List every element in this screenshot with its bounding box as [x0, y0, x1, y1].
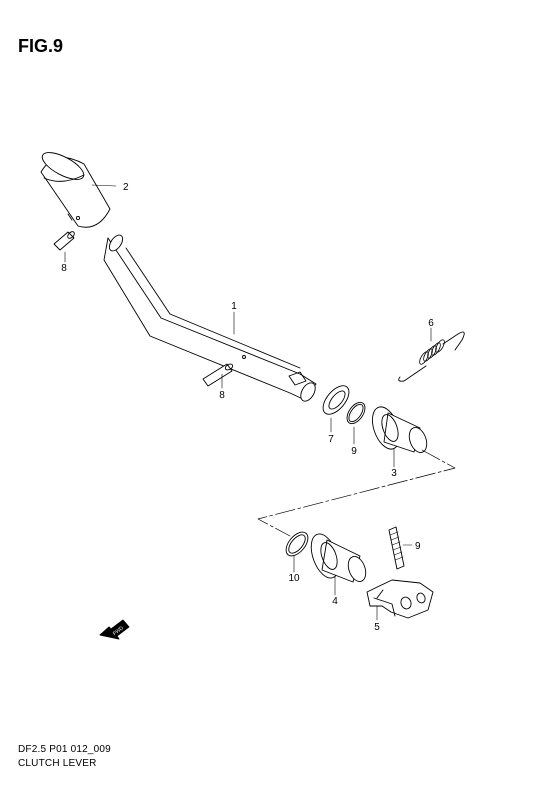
label-lever: 1 [231, 301, 237, 312]
washer-upper-drawing [322, 385, 350, 433]
fwd-label: FWD [112, 625, 125, 637]
bracket-drawing [366, 579, 434, 621]
small-spring-drawing [388, 526, 413, 570]
label-washer-upper: 7 [328, 434, 334, 445]
o-ring-upper-drawing [346, 401, 366, 445]
connection-line [257, 449, 456, 537]
figure-title: FIG.9 [18, 36, 64, 56]
lever-drawing [103, 234, 317, 402]
label-o-ring-lower: 10 [288, 573, 300, 584]
document-caption: CLUTCH LEVER [18, 758, 97, 769]
label-grip: 2 [123, 182, 129, 193]
label-upper-bushing: 3 [391, 468, 397, 479]
pin-upper-drawing [53, 231, 75, 263]
spring-drawing [398, 327, 465, 382]
o-ring-lower-drawing [285, 531, 309, 573]
upper-bushing-drawing [371, 406, 428, 468]
label-spring: 6 [428, 318, 434, 329]
label-lower-bushing: 4 [332, 596, 338, 607]
document-code: DF2.5 P01 012_009 [18, 744, 111, 755]
label-pin-upper: 8 [61, 263, 67, 274]
lower-bushing-drawing [310, 533, 367, 596]
label-small-spring: 9 [415, 541, 421, 552]
grip-drawing [40, 152, 117, 228]
part-labels: 2 8 1 6 8 7 9 3 9 10 4 5 [61, 182, 434, 633]
label-o-ring-upper: 9 [351, 446, 357, 457]
label-pin-lower: 8 [219, 390, 225, 401]
label-bracket: 5 [374, 622, 380, 633]
fwd-arrow: FWD [99, 619, 130, 640]
pin-lower-drawing [202, 363, 234, 389]
